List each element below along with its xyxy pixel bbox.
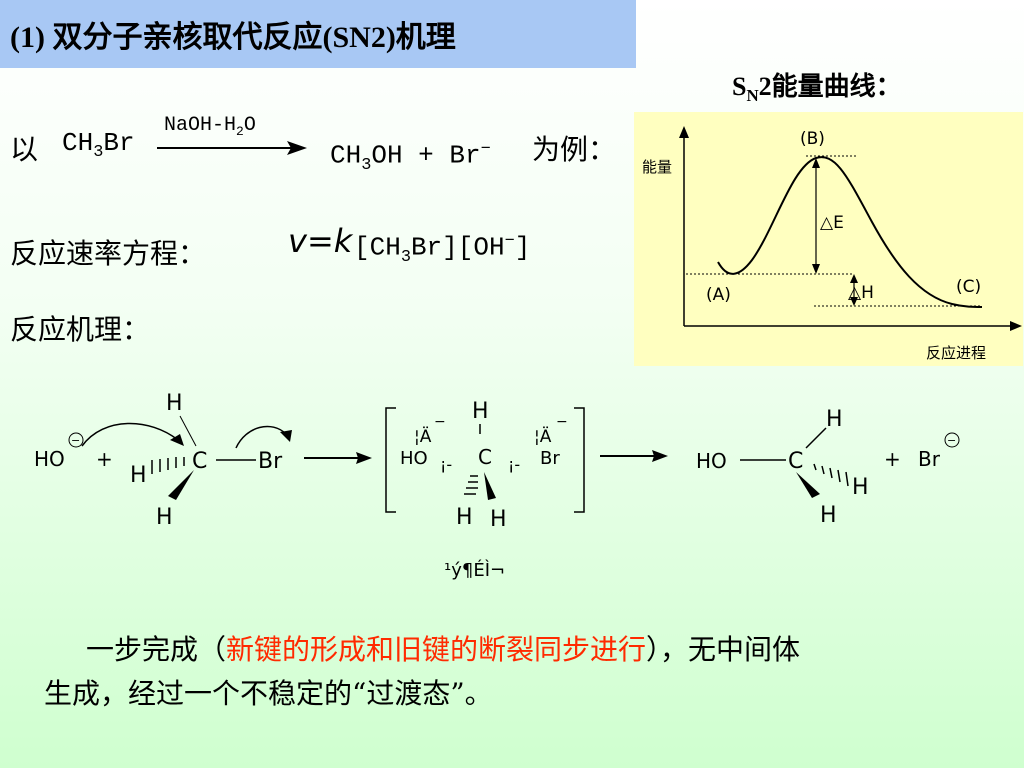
curved-arrow-leaving	[235, 425, 287, 449]
product-h-right: H	[852, 475, 869, 500]
bond-c-h-top	[179, 415, 197, 447]
product-formula: CH3OH + Br−	[330, 140, 491, 175]
example-prefix: 以	[10, 133, 39, 166]
nucleophile-ho: HO	[34, 447, 65, 471]
energy-curve	[717, 156, 983, 308]
ts-charge-right: ¦Ä	[534, 426, 552, 447]
slide-title: (1) 双分子亲核取代反应(SN2)机理	[10, 21, 456, 54]
h-bottom-label: H	[156, 505, 173, 530]
solid-wedge-bottom	[168, 470, 194, 500]
product-h-top: H	[826, 407, 843, 432]
energy-diagram-panel: 能量 反应进程 (B) (A) (C) △E △H	[634, 112, 1023, 366]
ts-hashed-wedge	[464, 475, 478, 495]
rate-constant: v=k	[288, 222, 353, 260]
bond-c-h-top-product	[805, 427, 827, 449]
curved-arrow-attack	[81, 422, 179, 447]
reagent-label: NaOH-H2O	[164, 114, 256, 139]
ts-charge-left-sign: −	[434, 414, 446, 430]
x-axis-label: 反应进程	[926, 344, 986, 362]
delta-h-label: △H	[848, 283, 874, 303]
product-solid-wedge	[796, 472, 820, 498]
conclusion-line-1: 一步完成（新键的形成和旧键的断裂同步进行），无中间体	[86, 633, 801, 666]
plus-sign-2: +	[884, 447, 901, 471]
ts-partial-left: ¡-	[440, 455, 452, 474]
title-bar	[0, 0, 636, 68]
nucleophile-charge: −	[71, 434, 80, 447]
ts-partial-right: ¡-	[508, 455, 520, 474]
mechanism-diagram: HO − + C H H H Br H ¦Ä − HO ¡- C ¡- ¦Ä −…	[34, 391, 960, 581]
ts-h-bottom-right: H	[490, 507, 507, 532]
point-c-label: (C)	[956, 277, 981, 297]
nucleophile-charge-circle	[68, 432, 84, 448]
ts-h-bottom-left: H	[456, 505, 473, 530]
energy-diagram: 能量 反应进程 (B) (A) (C) △E △H	[642, 126, 1022, 362]
rate-label: 反应速率方程：	[10, 237, 207, 270]
mechanism-label: 反应机理：	[10, 313, 151, 346]
reactant-formula: CH3Br	[62, 128, 135, 163]
product-carbon: C	[788, 449, 803, 474]
h-top-label: H	[166, 391, 183, 416]
reaction-arrow	[157, 141, 307, 155]
product-h-bottom: H	[820, 503, 837, 528]
product-br: Br	[918, 447, 941, 471]
ts-bracket-right	[574, 407, 585, 513]
ts-br: Br	[540, 448, 560, 469]
y-axis-label: 能量	[642, 158, 672, 176]
ts-charge-right-sign: −	[556, 414, 568, 430]
example-suffix: 为例：	[532, 133, 617, 166]
ts-h-top: H	[472, 399, 489, 424]
leaving-group-br: Br	[258, 449, 283, 474]
delta-e-label: △E	[820, 213, 844, 233]
carbon-label: C	[192, 449, 207, 474]
ts-caption: ¹ý¶ÉÌ¬	[444, 559, 505, 581]
h-left-label: H	[130, 463, 147, 488]
ts-carbon: C	[478, 445, 492, 469]
conclusion-line-2: 生成，经过一个不稳定的“过渡态”。	[44, 677, 493, 710]
y-axis-arrow	[679, 126, 689, 138]
product-br-charge: −	[947, 434, 956, 447]
hashed-wedge-left	[151, 457, 185, 474]
product-br-charge-circle	[944, 432, 960, 448]
plus-sign-1: +	[96, 447, 113, 471]
ts-ho: HO	[400, 448, 428, 469]
ts-solid-wedge	[484, 472, 496, 500]
rate-concentrations: [CH3Br][OH−]	[354, 232, 531, 267]
product-hashed-wedge	[813, 463, 849, 487]
product-ho: HO	[696, 449, 727, 473]
x-axis-arrow	[1010, 321, 1022, 331]
energy-heading: SN2能量曲线：	[732, 72, 902, 106]
conclusion-highlight: 新键的形成和旧键的断裂同步进行	[226, 633, 647, 666]
point-a-label: (A)	[706, 285, 731, 305]
point-b-label: (B)	[800, 129, 825, 149]
ts-bracket-left	[385, 407, 396, 513]
ts-charge-left: ¦Ä	[414, 426, 432, 447]
